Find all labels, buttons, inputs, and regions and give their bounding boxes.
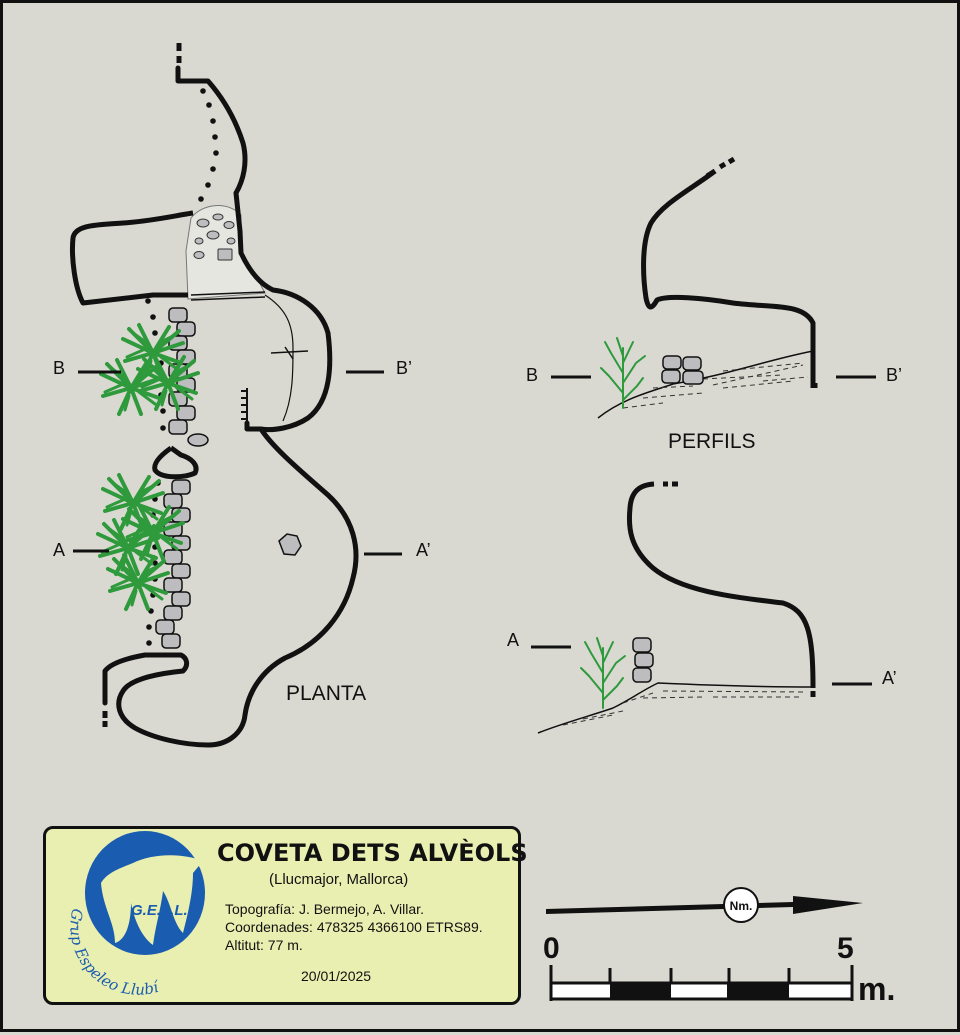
scale-unit-label: m.: [858, 971, 895, 1007]
section-a-right-label: A’: [416, 540, 431, 560]
topography-credits: Topografía: J. Bermejo, A. Villar.: [225, 901, 424, 917]
profile-a-left-label: A: [507, 630, 519, 650]
section-b-left-label: B: [53, 358, 65, 378]
survey-date: 20/01/2025: [301, 968, 372, 984]
coordinates-text: Coordenades: 478325 4366100 ETRS89.: [225, 919, 483, 935]
profile-b: [597, 156, 818, 419]
profile-a-right-label: A’: [882, 668, 897, 688]
profile-b-left-label: B: [526, 365, 538, 385]
section-b-right-label: B’: [396, 358, 412, 378]
north-label: Nm.: [730, 899, 753, 913]
profile-b-right-label: B’: [886, 365, 902, 385]
survey-drawing: B B’ A A’ PLANTA B B’ PERFILS: [53, 43, 902, 1007]
cave-plan: [70, 43, 359, 748]
wall-blocks-upper: [168, 307, 209, 447]
section-a-left-label: A: [53, 540, 65, 560]
scale-end-label: 5: [837, 932, 854, 965]
boulder-icon: [278, 533, 302, 556]
profiles-label: PERFILS: [668, 430, 756, 453]
plan-view-label: PLANTA: [286, 682, 366, 705]
cave-title: COVETA DETS ALVÈOLS: [217, 839, 528, 867]
altitude-text: Altitut: 77 m.: [225, 937, 303, 953]
section-lines-plan: [73, 370, 402, 556]
north-arrow-icon: [546, 887, 863, 923]
profile-a: [537, 481, 816, 734]
scale-bar: 0 5 m.: [543, 932, 895, 1007]
cave-location: (Llucmajor, Mallorca): [269, 871, 409, 888]
scale-start-label: 0: [543, 932, 560, 965]
